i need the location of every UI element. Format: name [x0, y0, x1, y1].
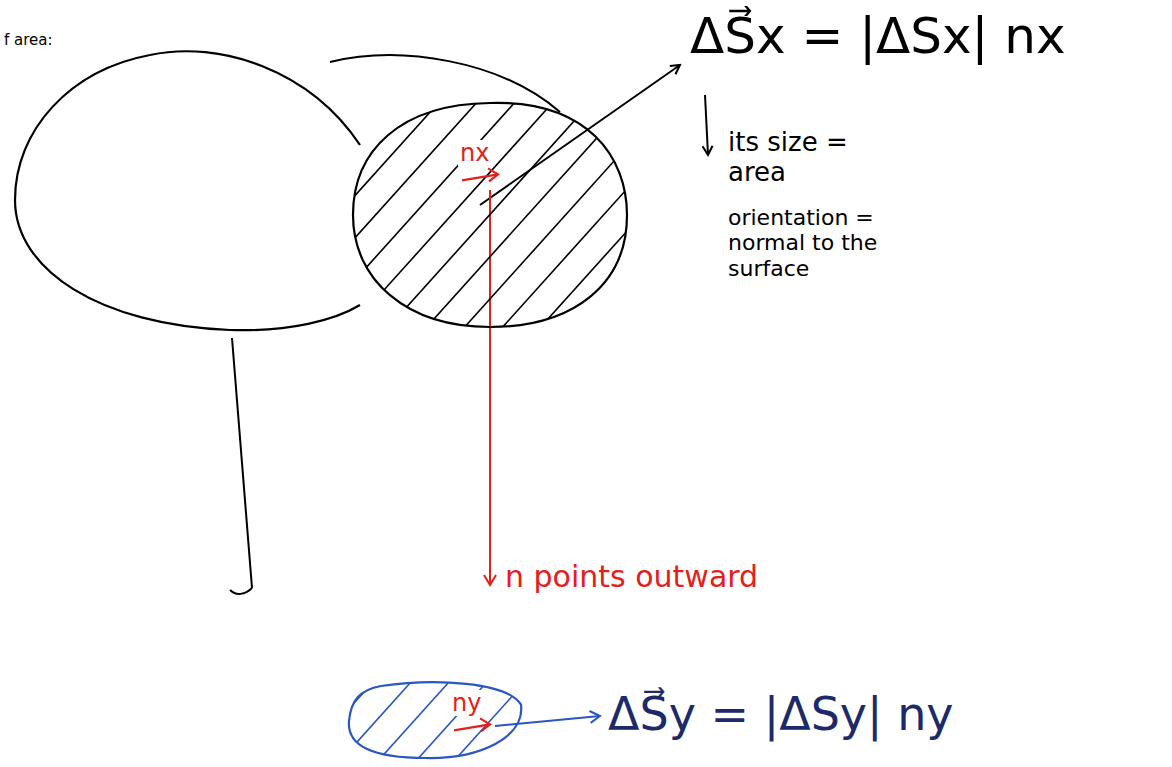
hatch-line [462, 100, 630, 330]
pointer-arrow [232, 338, 252, 588]
surface-stroke [330, 55, 560, 112]
note-arrow [705, 95, 708, 155]
patch-outline [350, 100, 630, 330]
pointer-hook [230, 588, 252, 594]
hatch-line [350, 100, 441, 330]
surface-patch: nx [350, 100, 630, 330]
vector-label: ny [450, 690, 483, 716]
hatch-line [350, 100, 517, 330]
patch-border [349, 682, 521, 758]
hatch-line [386, 100, 593, 330]
hatch-line [576, 100, 630, 330]
note-text: n points outward [505, 560, 758, 595]
hatch-line [415, 680, 489, 762]
hatch-line [350, 100, 555, 330]
area-vector [480, 65, 680, 205]
hatch-line [500, 100, 630, 330]
equation: ΔS⃗y = |ΔSy| ny [608, 688, 954, 741]
area-vector [495, 716, 600, 726]
leader-line [489, 190, 491, 585]
patch-border [353, 103, 627, 327]
note-text: orientation = normal to the surface [728, 205, 918, 281]
patch-outline [345, 680, 525, 762]
vector-label: nx [458, 140, 491, 166]
equation: ΔS⃗x = |ΔSx| nx [690, 8, 1066, 66]
page-heading: f area: [4, 32, 53, 49]
normal-vector-head [480, 718, 490, 731]
hatch-line [538, 100, 630, 330]
hatching [345, 680, 525, 762]
hatching [350, 100, 630, 330]
normal-vector-head [488, 168, 498, 181]
surface-patch: ny [345, 680, 525, 762]
hatch-line [377, 680, 451, 762]
hatch-line [424, 100, 630, 330]
closed-surface [15, 51, 360, 330]
hatch-line [345, 680, 413, 762]
note-text: its size = area [728, 128, 903, 188]
